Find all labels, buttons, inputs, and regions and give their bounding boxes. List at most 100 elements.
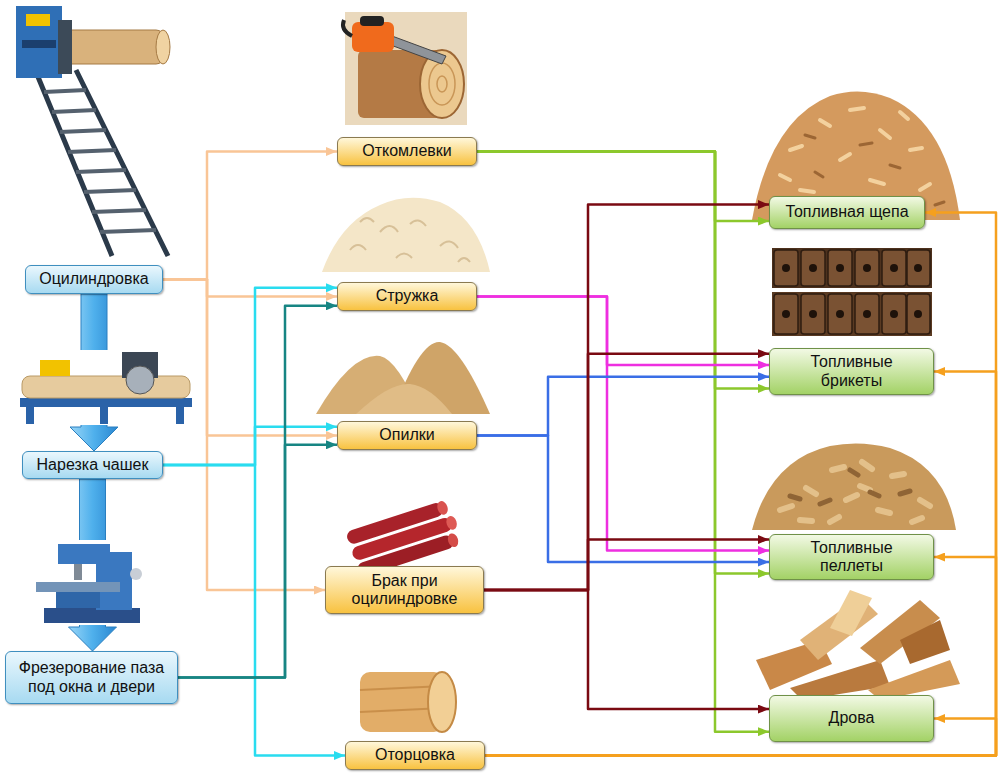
wood-chips-picture — [780, 108, 930, 205]
cup-cutting-machine-picture — [20, 398, 192, 407]
rounding-machine-picture — [22, 40, 56, 48]
rounding-machine-picture — [16, 6, 170, 256]
process-box: Оцилиндровка — [25, 265, 163, 294]
flow-arrow — [477, 152, 769, 222]
pellets-picture — [752, 443, 956, 530]
briquettes-picture — [914, 264, 922, 272]
briquettes-picture — [801, 294, 825, 334]
flow-arrow — [163, 465, 345, 756]
briquettes-picture — [907, 294, 930, 334]
butt-log-picture — [352, 22, 394, 52]
briquettes-picture — [782, 310, 790, 318]
cup-cutting-machine-picture — [14, 350, 198, 425]
milling-machine-picture — [22, 540, 172, 625]
flow-arrow — [163, 280, 325, 591]
milling-machine-picture — [56, 592, 100, 608]
butt-log-picture — [429, 63, 455, 105]
node-label: Фрезерование паза под окна и двери — [14, 659, 169, 696]
flow-arrow — [477, 297, 769, 551]
product-box: Дрова — [769, 695, 934, 742]
flow-arrow — [485, 213, 996, 756]
node-label: Откомлевки — [362, 142, 452, 160]
butt-log-picture — [343, 12, 467, 125]
pellets-picture — [780, 462, 930, 522]
briquettes-picture — [907, 250, 930, 286]
cup-cutting-machine-picture — [126, 366, 154, 394]
log-end-picture — [360, 672, 456, 732]
shavings-picture — [322, 198, 490, 272]
flow-arrow — [484, 590, 769, 709]
cup-cutting-machine-picture — [14, 350, 198, 425]
briquettes-picture — [863, 264, 871, 272]
flow-arrow — [484, 540, 769, 590]
pellets-picture — [790, 470, 910, 504]
reject-logs-picture — [445, 515, 459, 531]
briquettes-picture — [914, 310, 922, 318]
flow-arrow — [485, 372, 996, 756]
reject-logs-picture — [446, 532, 460, 548]
firewood-picture — [900, 620, 950, 664]
milling-machine-picture — [58, 544, 110, 564]
product-box: Топливная щепа — [769, 196, 925, 229]
cup-cutting-machine-picture — [176, 406, 184, 424]
milling-machine-picture — [74, 564, 82, 580]
briquettes-picture — [772, 248, 932, 288]
node-label: Оцилиндровка — [39, 270, 149, 288]
flow-arrow — [477, 152, 769, 732]
source-box: Стружка — [337, 282, 477, 311]
flow-arrow — [477, 152, 769, 574]
node-label: Топливные пеллеты — [793, 539, 911, 576]
briquettes-picture — [855, 250, 879, 286]
process-box: Фрезерование паза под окна и двери — [5, 651, 178, 704]
node-label: Оторцовка — [375, 746, 455, 764]
butt-log-picture — [343, 20, 352, 36]
node-label: Брак при оцилиндровке — [334, 572, 475, 609]
firewood-picture — [830, 590, 872, 636]
briquettes-picture — [772, 292, 932, 336]
sawdust-picture — [316, 342, 490, 414]
flow-arrow — [178, 306, 337, 678]
milling-machine-picture — [130, 568, 142, 580]
briquettes-picture — [855, 294, 879, 334]
node-label: Нарезка чашек — [37, 456, 149, 474]
wood-chips-picture — [805, 135, 944, 205]
flow-arrow — [485, 557, 996, 756]
briquettes-picture — [772, 248, 932, 336]
firewood-picture — [868, 660, 960, 700]
source-box: Брак при оцилиндровке — [325, 566, 484, 614]
milling-machine-picture — [44, 608, 140, 623]
briquettes-picture — [836, 264, 844, 272]
rounding-machine-picture — [36, 70, 168, 256]
rounding-machine-picture — [156, 30, 170, 64]
rounding-machine-picture — [44, 90, 156, 232]
butt-log-picture — [388, 36, 446, 64]
firewood-picture — [756, 590, 960, 700]
briquettes-picture — [809, 264, 817, 272]
briquettes-picture — [863, 310, 871, 318]
flow-arrow — [163, 152, 337, 280]
briquettes-picture — [828, 294, 852, 334]
briquettes-picture — [774, 294, 798, 334]
butt-log-picture — [345, 12, 467, 125]
cup-cutting-machine-picture — [100, 406, 108, 424]
briquettes-picture — [882, 294, 906, 334]
briquettes-picture — [882, 250, 906, 286]
shavings-picture — [322, 198, 490, 272]
source-box: Опилки — [337, 421, 477, 450]
briquettes-picture — [774, 250, 798, 286]
node-label: Стружка — [376, 287, 439, 305]
briquettes-picture — [890, 310, 898, 318]
briquettes-picture — [782, 264, 790, 272]
node-label: Топливные брикеты — [793, 353, 911, 390]
product-box: Топливные брикеты — [769, 348, 934, 395]
node-label: Опилки — [379, 426, 434, 444]
briquettes-picture — [774, 250, 930, 334]
product-box: Топливные пеллеты — [769, 534, 934, 580]
pellets-picture — [752, 443, 956, 530]
butt-log-picture — [360, 16, 384, 26]
cup-cutting-machine-picture — [22, 376, 190, 398]
butt-log-picture — [437, 76, 447, 92]
source-box: Откомлевки — [337, 137, 477, 166]
briquettes-picture — [836, 310, 844, 318]
log-end-picture — [428, 672, 456, 732]
